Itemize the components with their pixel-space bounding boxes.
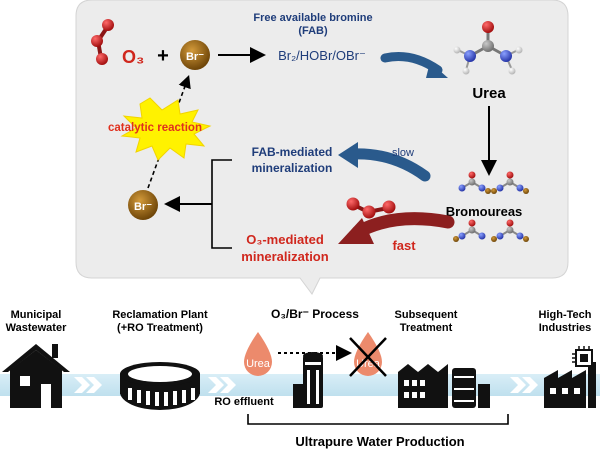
chevron-icon (522, 377, 538, 393)
chevron-icon (510, 377, 526, 393)
factory-buildings-icon (398, 364, 490, 408)
subsequent-line2: Treatment (400, 322, 453, 334)
fab-species: Br₂/HOBr/OBr⁻ (278, 48, 366, 63)
catalytic-burst-icon (120, 97, 212, 161)
recycled-bromide-icon (128, 190, 158, 220)
o3-mineralization-line2: mineralization (241, 249, 328, 264)
chevron-icon (86, 377, 102, 393)
fab-mineralization-line2: mineralization (252, 161, 333, 175)
urea-drop-icon (244, 332, 272, 376)
chevron-icon (74, 377, 90, 393)
o3-mineralization-line1: O₃-mediated (246, 232, 324, 247)
catalytic-label: catalytic reaction (108, 122, 202, 134)
hightech-line2: Industries (539, 322, 592, 334)
ozone-label: O₃ (122, 47, 144, 67)
ultrapure-bracket (247, 414, 509, 425)
urea-molecule-icon (453, 21, 523, 75)
urea-drop-label-crossed: Urea (356, 358, 381, 370)
recycled-bromide-label: Br⁻ (134, 201, 152, 213)
hightech-line1: High-Tech (539, 309, 592, 321)
fast-label: fast (392, 238, 416, 253)
ultrapure-label: Ultrapure Water Production (295, 434, 464, 449)
slow-arrow-icon (346, 148, 431, 182)
municipal-line1: Municipal (11, 309, 62, 321)
flow-chevrons (74, 377, 538, 393)
bromoureas-molecules-icon (453, 171, 529, 242)
o3br-process-label: O₃/Br⁻ Process (271, 307, 359, 321)
ozone-molecule-icon (91, 19, 114, 65)
chevron-icon (220, 377, 236, 393)
slow-label: slow (392, 147, 414, 159)
reclamation-line1: Reclamation Plant (112, 309, 208, 321)
bromoureas-label: Bromoureas (446, 204, 523, 219)
ozone-attack-icon (346, 197, 396, 219)
cross-icon (349, 337, 387, 377)
bromide-label: Br⁻ (186, 51, 204, 63)
fast-arrow-head-icon (338, 218, 374, 244)
curved-arrow-head-icon (426, 62, 448, 78)
stadium-icon (120, 362, 200, 410)
fab-title-line1: Free available bromine (253, 12, 372, 24)
house-icon (2, 344, 70, 408)
municipal-line2: Wastewater (6, 322, 67, 334)
slow-arrow-head-icon (338, 142, 358, 168)
plus-sign: + (157, 45, 169, 67)
tower-icon (293, 352, 323, 408)
urea-drop-label: Urea (246, 358, 271, 370)
reclamation-line2: (+RO Treatment) (117, 322, 203, 334)
urea-label: Urea (472, 85, 506, 102)
fab-mineralization-line1: FAB-mediated (252, 145, 333, 159)
fab-title-line2: (FAB) (298, 25, 328, 37)
ro-effluent-label: RO effluent (214, 396, 274, 408)
chevron-icon (208, 377, 224, 393)
bromide-ion-icon (180, 40, 210, 70)
subsequent-line1: Subsequent (395, 309, 458, 321)
chip-factory-icon (544, 346, 596, 408)
